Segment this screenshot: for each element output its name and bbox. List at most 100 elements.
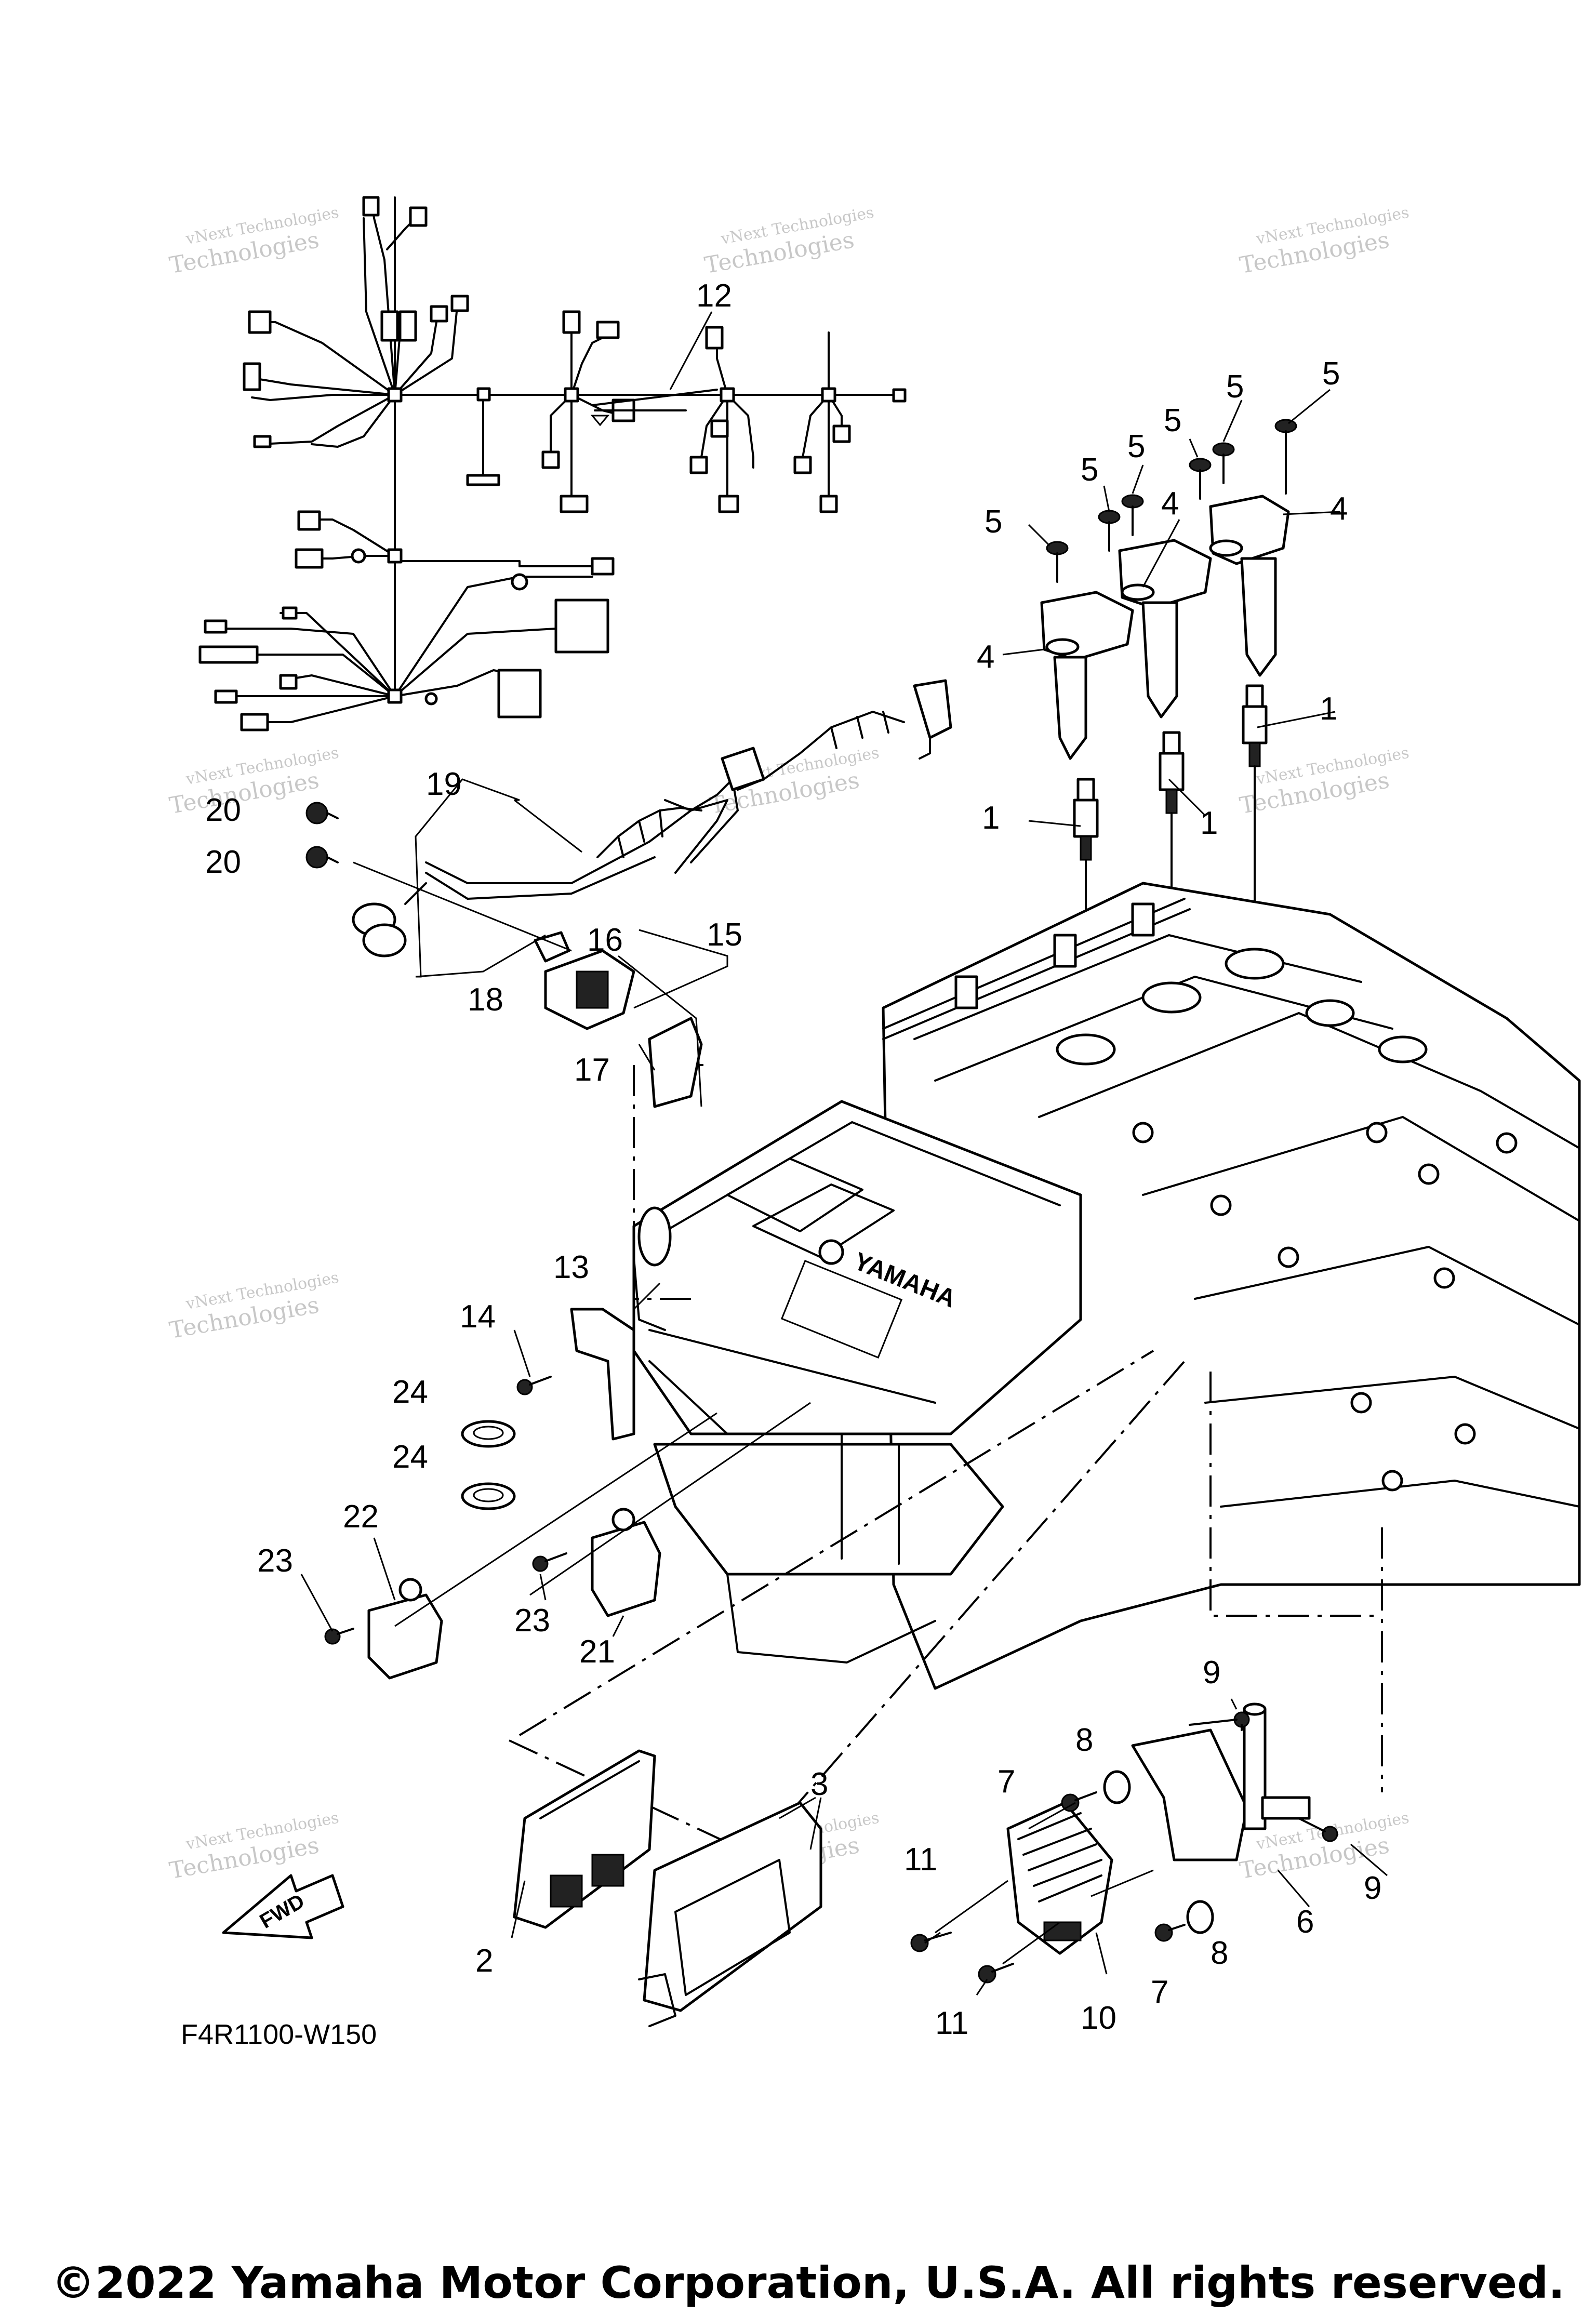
callout-16: 16 xyxy=(587,922,623,958)
nut xyxy=(305,802,339,824)
callout-8: 8 xyxy=(1075,1722,1093,1758)
ignition-coil xyxy=(1209,495,1290,677)
engine-block xyxy=(882,882,1581,1690)
forward-arrow-icon: FWD xyxy=(222,1874,344,1939)
bolt xyxy=(1061,1791,1097,1812)
callout-22: 22 xyxy=(343,1499,379,1535)
bolt xyxy=(1154,1923,1186,1942)
callout-18: 18 xyxy=(468,982,503,1018)
fuse-leaders xyxy=(353,778,728,1107)
screw xyxy=(324,1628,354,1645)
fasteners xyxy=(910,1711,1338,1984)
callout-14: 14 xyxy=(460,1299,496,1335)
bolt xyxy=(1212,442,1235,484)
bolt xyxy=(1121,494,1144,536)
screw xyxy=(532,1552,567,1572)
cable-clips xyxy=(461,1420,516,1510)
callout-17: 17 xyxy=(574,1052,610,1088)
intake-cover: YAMAHA xyxy=(632,1100,1082,1664)
bolt xyxy=(978,1963,1014,1984)
callout-4: 4 xyxy=(1330,491,1348,527)
callout-8: 8 xyxy=(1211,1935,1228,1971)
callout-24: 24 xyxy=(392,1439,428,1475)
callout-23: 23 xyxy=(514,1603,550,1639)
callout-4: 4 xyxy=(977,639,994,675)
callout-21: 21 xyxy=(579,1634,615,1670)
callout-7: 7 xyxy=(998,1764,1015,1800)
callout-1: 1 xyxy=(1320,691,1337,727)
cable-clip xyxy=(461,1420,516,1448)
callout-20: 20 xyxy=(205,792,241,828)
callout-24: 24 xyxy=(392,1374,428,1410)
callout-3: 3 xyxy=(810,1766,828,1802)
fuse-box xyxy=(544,949,635,1030)
ignition-coil xyxy=(1040,591,1134,760)
callouts: 1 1 1 2 3 4 4 4 5 5 5 5 5 5 6 7 7 8 8 9 … xyxy=(205,278,1381,2041)
callout-10: 10 xyxy=(1081,2000,1116,2036)
callout-11: 11 xyxy=(904,1842,937,1878)
watermark: vNext Technologies Technologies xyxy=(167,1269,340,1344)
relays xyxy=(367,1508,661,1680)
callout-leaders xyxy=(300,389,1388,1995)
callout-12: 12 xyxy=(696,278,732,314)
mounting-bracket xyxy=(1131,1702,1311,1861)
battery-cable-holder xyxy=(352,882,427,957)
spark-plug xyxy=(1159,731,1185,988)
diagram-code: F4R1100-W150 xyxy=(181,2019,377,2050)
callout-4: 4 xyxy=(1161,486,1179,522)
callout-5: 5 xyxy=(1226,369,1244,405)
battery-cable xyxy=(425,679,952,900)
callout-23: 23 xyxy=(257,1543,293,1579)
watermark: vNext Technologies Technologies xyxy=(702,204,875,279)
callout-6: 6 xyxy=(1296,1904,1314,1940)
callout-7: 7 xyxy=(1151,1974,1168,2010)
callout-5: 5 xyxy=(1164,403,1181,438)
relay xyxy=(591,1508,661,1617)
bolt xyxy=(1189,1711,1250,1731)
bolt xyxy=(1189,458,1212,500)
watermark: vNext Technologies Technologies xyxy=(167,204,340,279)
rectifier-regulator xyxy=(1006,1801,1113,1955)
callout-19: 19 xyxy=(426,766,462,802)
callout-13: 13 xyxy=(553,1249,589,1285)
screw xyxy=(516,1376,552,1395)
callout-5: 5 xyxy=(985,504,1002,540)
watermark: vNext Technologies Technologies xyxy=(1238,744,1411,819)
callout-9: 9 xyxy=(1364,1870,1381,1906)
copyright-notice: ©2022 Yamaha Motor Corporation, U.S.A. A… xyxy=(51,2257,1565,2308)
grommet xyxy=(1103,1770,1131,1804)
bolts xyxy=(1046,419,1297,583)
callout-5: 5 xyxy=(1081,452,1098,488)
watermark: vNext Technologies Technologies xyxy=(167,1809,340,1884)
watermark: vNext Technologies Technologies xyxy=(1238,204,1411,279)
callout-1: 1 xyxy=(982,800,1000,836)
bolt xyxy=(1098,510,1121,552)
callout-5: 5 xyxy=(1127,429,1145,464)
nut xyxy=(305,846,339,869)
cable-clip xyxy=(461,1482,516,1510)
ignition-coils xyxy=(1040,495,1290,760)
relay-leaders xyxy=(394,1402,811,1627)
grommet xyxy=(1186,1900,1214,1934)
relay-bracket xyxy=(570,1308,635,1441)
ignition-coil xyxy=(1118,539,1212,719)
bolt xyxy=(1046,541,1069,583)
ecu-cover xyxy=(638,1797,822,2027)
relay xyxy=(367,1578,443,1680)
callout-1: 1 xyxy=(1200,805,1218,841)
callout-5: 5 xyxy=(1322,356,1340,392)
bolt xyxy=(910,1932,952,1952)
callout-20: 20 xyxy=(205,844,241,880)
engine-control-unit xyxy=(513,1749,656,1929)
screws xyxy=(324,1376,567,1645)
bolt xyxy=(1298,1817,1338,1842)
terminal-nuts xyxy=(305,802,339,869)
callout-11: 11 xyxy=(935,2005,968,2041)
callout-15: 15 xyxy=(707,917,742,953)
callout-9: 9 xyxy=(1203,1655,1220,1691)
bolt xyxy=(1274,419,1297,495)
wire-harness xyxy=(198,196,907,731)
callout-2: 2 xyxy=(475,1943,493,1979)
fuse-box-cover xyxy=(648,1017,703,1108)
